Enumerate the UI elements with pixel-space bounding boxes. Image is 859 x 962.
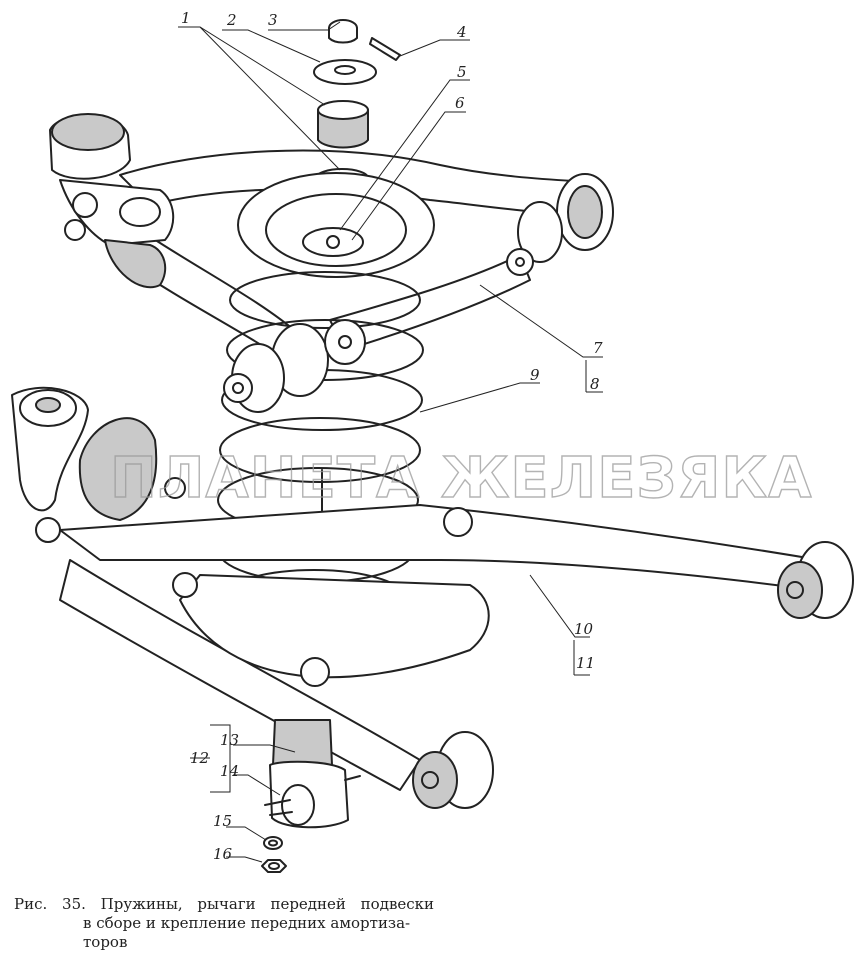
spring-upper-seat (237, 172, 435, 278)
callout-2: 2 (226, 11, 237, 29)
shock-absorber-mount (264, 719, 361, 829)
caption-line-3: торов (83, 933, 128, 951)
callout-5: 5 (457, 63, 467, 81)
watermark-text: ПЛАНЕТА ЖЕЛЕЗЯКА (110, 446, 812, 511)
callout-15: 15 (213, 812, 232, 830)
callout-labels: 1 2 3 4 5 6 7 8 9 10 11 12 13 14 15 16 (181, 9, 603, 863)
leader-lines (178, 21, 603, 863)
lower-control-arm (59, 477, 821, 791)
washer-and-nut (261, 836, 287, 873)
callout-9: 9 (530, 366, 540, 384)
callout-6: 6 (455, 94, 465, 112)
callout-1: 1 (181, 9, 191, 27)
caption-line-2: в сборе и крепление передних амортиза- (83, 914, 411, 932)
steering-knuckle (11, 386, 158, 543)
callout-11: 11 (576, 654, 595, 672)
callout-10: 10 (574, 620, 594, 638)
upper-arm-rear-bushing (506, 173, 614, 276)
lower-arm-bushings (412, 541, 854, 809)
callout-8: 8 (590, 375, 600, 393)
callout-3: 3 (268, 11, 278, 29)
upper-arm-front-bushing (223, 319, 366, 413)
callout-14: 14 (220, 762, 239, 780)
upper-ball-joint (49, 113, 175, 289)
callout-16: 16 (213, 845, 233, 863)
figure-caption: Рис. 35. Пружины, рычаги передней подвес… (14, 895, 444, 952)
callout-7: 7 (593, 339, 603, 357)
callout-13: 13 (220, 731, 239, 749)
callout-4: 4 (456, 23, 467, 41)
caption-line-1: Рис. 35. Пружины, рычаги передней подвес… (14, 895, 435, 913)
callout-12: 12 (190, 749, 209, 767)
